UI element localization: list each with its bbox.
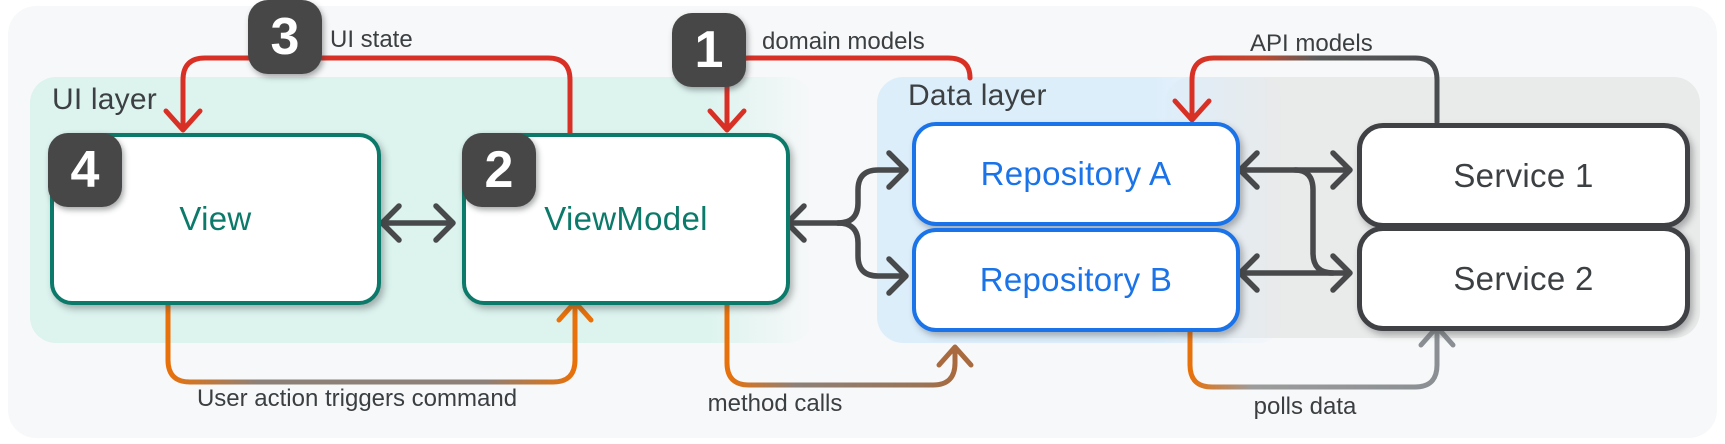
step-badge-2: 2	[462, 133, 536, 207]
api-models-annotation: API models	[1250, 30, 1373, 57]
user-action-annotation: User action triggers command	[196, 385, 518, 412]
repository-b-label: Repository B	[979, 261, 1173, 298]
viewmodel-label: ViewModel	[544, 200, 708, 237]
view-viewmodel-arrow	[379, 203, 456, 243]
service-2-box: Service 2	[1357, 226, 1690, 331]
method-calls-arrow	[724, 296, 974, 388]
ui-state-annotation: UI state	[330, 26, 413, 53]
service-1-label: Service 1	[1453, 156, 1594, 194]
step-badge-1: 1	[672, 13, 746, 87]
service-2-label: Service 2	[1453, 259, 1594, 297]
domain-models-annotation: domain models	[762, 28, 925, 55]
repository-b-box: Repository B	[912, 228, 1240, 332]
ui-state-arrow	[163, 55, 573, 136]
step-badge-4: 4	[48, 133, 122, 207]
polls-data-arrow	[1187, 321, 1456, 390]
view-label: View	[179, 200, 252, 237]
api-models-arrow	[1172, 55, 1440, 125]
repository-a-label: Repository A	[980, 155, 1172, 192]
service-1-box: Service 1	[1357, 123, 1690, 228]
data-layer-label: Data layer	[908, 79, 1047, 112]
user-action-arrow	[165, 296, 594, 385]
step-badge-3: 3	[248, 0, 322, 74]
service-lines-connector	[1292, 167, 1336, 276]
polls-data-annotation: polls data	[1253, 393, 1357, 420]
ui-layer-label: UI layer	[52, 83, 157, 116]
method-calls-annotation: method calls	[707, 390, 843, 417]
domain-models-arrow	[707, 55, 973, 133]
viewmodel-repositories-fork	[784, 150, 909, 296]
repository-a-box: Repository A	[912, 122, 1240, 226]
